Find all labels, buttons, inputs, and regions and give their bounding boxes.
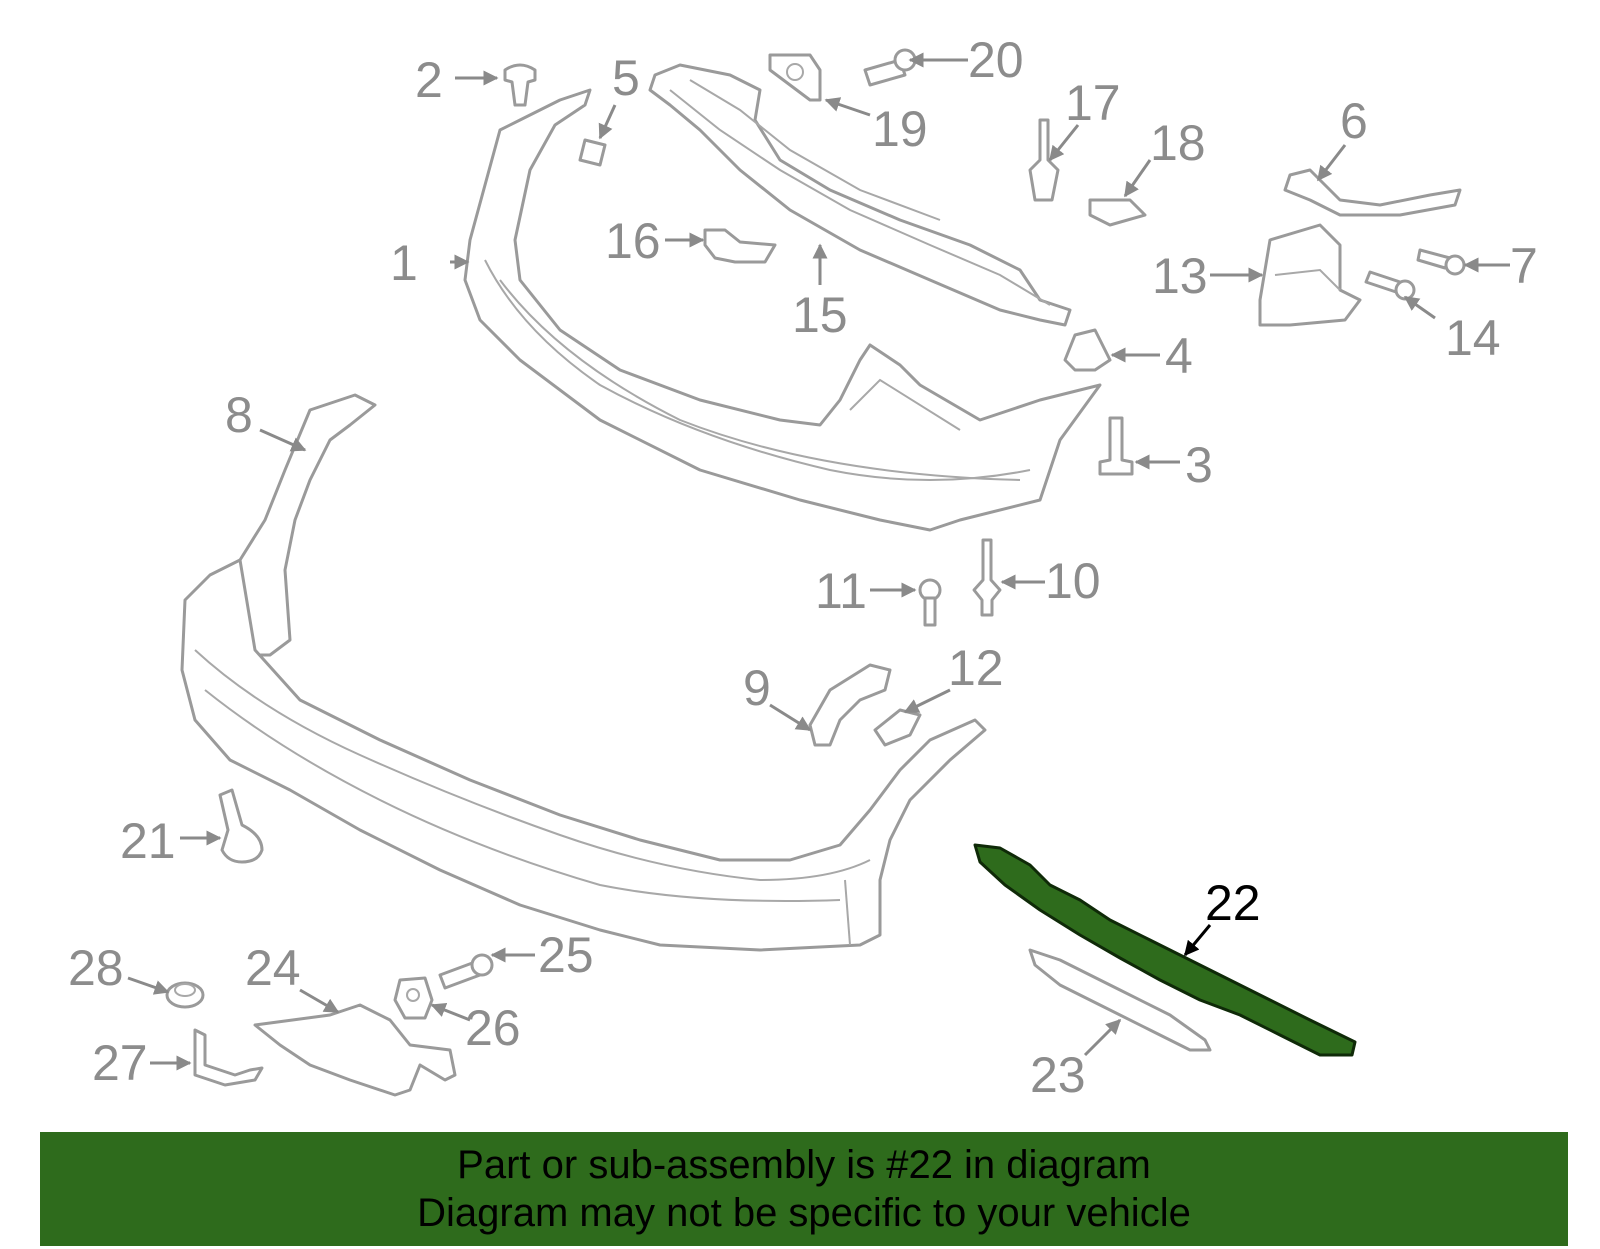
part-18-clip [1088, 198, 1147, 227]
callout-4: 4 [1165, 328, 1193, 384]
callout-17: 17 [1065, 75, 1121, 131]
leader-lines [127, 52, 1510, 1071]
part-26-bracket [393, 976, 434, 1020]
callout-23: 23 [1030, 1047, 1086, 1103]
callout-2: 2 [415, 52, 443, 108]
part-28-nut [165, 981, 205, 1009]
callout-13: 13 [1152, 248, 1208, 304]
callout-16: 16 [605, 213, 661, 269]
callout-18: 18 [1150, 115, 1206, 171]
part-24-cover [253, 1003, 457, 1097]
callout-labels: 1 2 3 4 5 6 7 8 9 10 11 12 13 14 15 16 1… [68, 32, 1538, 1103]
callout-1: 1 [390, 235, 418, 291]
part-12-clip [873, 708, 922, 747]
part-25-bolt [438, 953, 494, 990]
part-14-bolt [1364, 270, 1416, 301]
callout-8: 8 [225, 387, 253, 443]
part-4-nut [1063, 328, 1112, 372]
callout-27: 27 [92, 1035, 148, 1091]
part-7-bolt [1416, 248, 1466, 276]
callout-5: 5 [612, 50, 640, 106]
part-10-rivet [972, 538, 1002, 617]
callout-25: 25 [538, 927, 594, 983]
callout-6: 6 [1340, 93, 1368, 149]
part-21-sensor [218, 788, 264, 864]
part-19-bracket [768, 53, 822, 102]
callout-19: 19 [872, 101, 928, 157]
part-3-bolt [1098, 416, 1134, 476]
part-15-reinforcement [648, 63, 1072, 327]
banner-line-2: Diagram may not be specific to your vehi… [417, 1191, 1191, 1235]
callout-28: 28 [68, 940, 124, 996]
part-20-bolt [863, 48, 917, 87]
callout-22: 22 [1205, 875, 1261, 931]
callout-26: 26 [465, 1000, 521, 1056]
info-banner: Part or sub-assembly is #22 in diagram D… [40, 1132, 1568, 1246]
callout-3: 3 [1185, 437, 1213, 493]
part-1-bumper-cover [463, 88, 1102, 532]
callout-15: 15 [792, 287, 848, 343]
part-2-clip [503, 63, 537, 107]
callout-7: 7 [1510, 238, 1538, 294]
callout-21: 21 [120, 813, 176, 869]
part-27-clip [193, 1028, 264, 1087]
part-5-nut [578, 138, 607, 167]
part-23-strip [1028, 948, 1212, 1052]
part-22-highlighted [973, 843, 1357, 1057]
lower-bumper-cover [180, 558, 987, 952]
callout-12: 12 [948, 640, 1004, 696]
part-16-clip [703, 228, 777, 264]
part-17-pin [1028, 118, 1060, 202]
callout-10: 10 [1045, 553, 1101, 609]
banner-line-1: Part or sub-assembly is #22 in diagram [457, 1143, 1151, 1187]
part-13-bracket [1258, 223, 1362, 327]
callout-24: 24 [245, 940, 301, 996]
part-9-bracket [808, 663, 892, 747]
part-8-bracket [218, 393, 377, 657]
callout-11: 11 [815, 563, 867, 619]
part-11-screw [918, 578, 942, 627]
callout-9: 9 [743, 660, 771, 716]
part-6-bracket [1283, 168, 1462, 217]
callout-14: 14 [1445, 310, 1501, 366]
callout-20: 20 [968, 32, 1024, 88]
